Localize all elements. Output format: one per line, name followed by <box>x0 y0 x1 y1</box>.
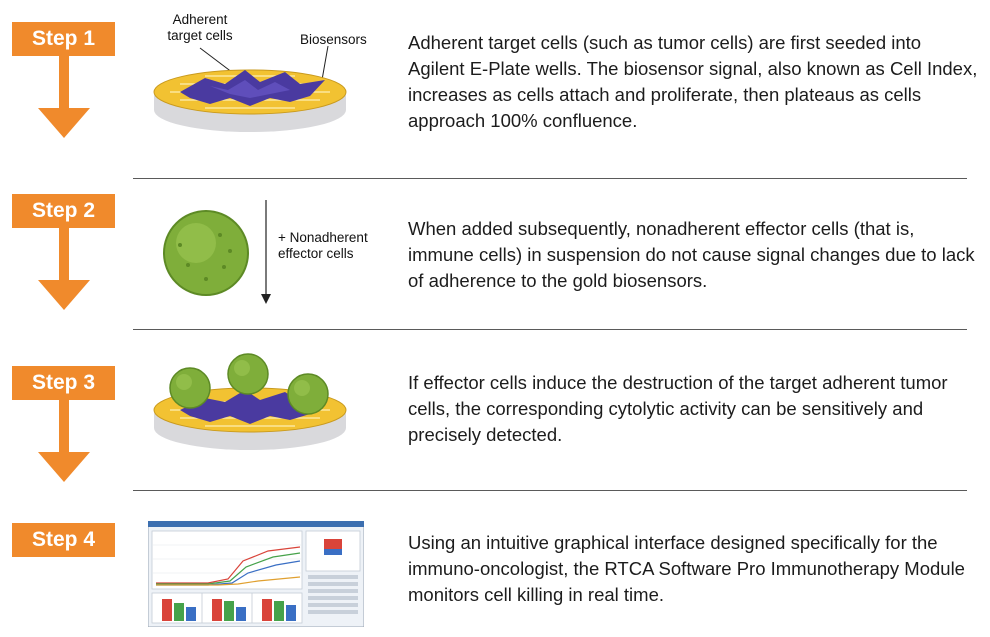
step-2-badge: Step 2 <box>12 194 115 228</box>
step-2-description: When added subsequently, nonadherent eff… <box>408 218 975 291</box>
step-1-down-arrow-icon <box>38 56 90 138</box>
biosensors-label: Biosensors <box>300 32 367 47</box>
effector-cell-illustration <box>163 210 249 296</box>
step-2-down-arrow-icon <box>38 228 90 310</box>
nonadherent-label-line-1: + Nonadherent <box>278 230 368 245</box>
step-1-badge: Step 1 <box>12 22 115 56</box>
step-3-badge: Step 3 <box>12 366 115 400</box>
effector-cell-left <box>169 367 211 409</box>
step-4-description: Using an intuitive graphical interface d… <box>408 532 965 605</box>
step-3-plate-illustration <box>153 353 347 450</box>
divider-1 <box>133 178 967 179</box>
adherent-target-cells-label: Adherent target cells <box>160 12 240 44</box>
adherent-label-line-1: Adherent <box>172 12 228 27</box>
divider-2 <box>133 329 967 330</box>
nonadherent-effector-cells-label: + Nonadherent effector cells <box>278 230 368 262</box>
step-1-plate-illustration <box>153 45 347 132</box>
addition-down-arrow-icon <box>261 200 271 304</box>
step-4-badge: Step 4 <box>12 523 115 557</box>
step-1-description: Adherent target cells (such as tumor cel… <box>408 32 978 131</box>
nonadherent-label-line-2: effector cells <box>278 246 354 261</box>
rtca-software-screenshot-thumbnail <box>148 521 364 627</box>
step-3-description: If effector cells induce the destruction… <box>408 372 948 445</box>
divider-3 <box>133 490 967 491</box>
adherent-label-line-2: target cells <box>167 28 233 43</box>
step-3-down-arrow-icon <box>38 400 90 482</box>
effector-cell-middle <box>227 353 269 395</box>
effector-cell-right <box>287 373 329 415</box>
